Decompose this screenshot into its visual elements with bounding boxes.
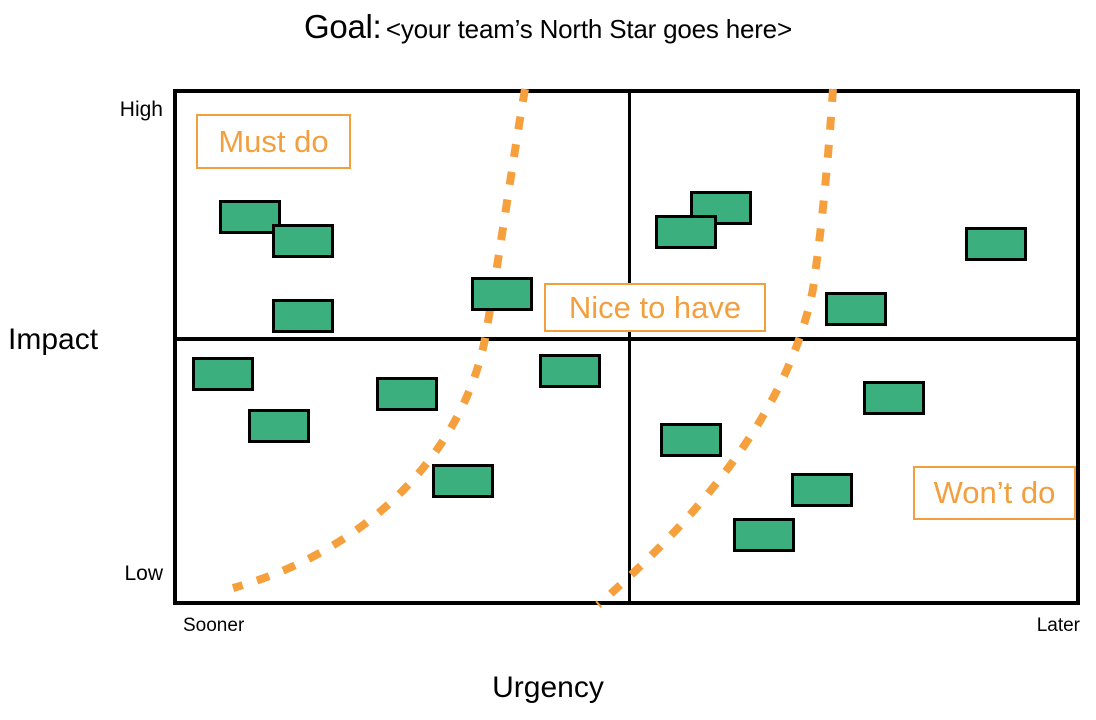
y-axis-tick-high: High <box>119 98 163 121</box>
quadrant-divider-horizontal <box>173 337 1080 341</box>
backlog-item[interactable] <box>248 409 310 443</box>
backlog-item[interactable] <box>655 215 717 249</box>
goal-placeholder-text: <your team’s North Star goes here> <box>385 14 792 44</box>
backlog-item[interactable] <box>376 377 438 411</box>
quadrant-divider-vertical <box>628 89 631 605</box>
y-axis-tick-low: Low <box>124 562 163 585</box>
backlog-item[interactable] <box>825 292 887 326</box>
quadrant-label-must-do[interactable]: Must do <box>196 114 351 169</box>
backlog-item[interactable] <box>660 423 722 457</box>
backlog-item[interactable] <box>471 277 533 311</box>
backlog-item[interactable] <box>733 518 795 552</box>
quadrant-label-wont-do[interactable]: Won’t do <box>913 466 1076 520</box>
backlog-item[interactable] <box>791 473 853 507</box>
page-title: Goal: <your team’s North Star goes here> <box>0 8 1096 46</box>
backlog-item[interactable] <box>863 381 925 415</box>
plot-border-right <box>1076 89 1080 605</box>
plot-border-left <box>173 89 177 605</box>
wont-do-boundary-curve <box>595 88 837 609</box>
backlog-item[interactable] <box>539 354 601 388</box>
backlog-item[interactable] <box>272 224 334 258</box>
prioritization-matrix: Must do Nice to have Won’t do <box>173 88 1080 609</box>
goal-label: Goal: <box>304 8 382 45</box>
backlog-item[interactable] <box>965 227 1027 261</box>
quadrant-label-nice-to-have[interactable]: Nice to have <box>544 283 766 332</box>
plot-border-top <box>173 89 1080 93</box>
x-axis-tick-sooner: Sooner <box>183 615 245 636</box>
y-axis-title: Impact <box>8 323 99 356</box>
x-axis-title: Urgency <box>492 671 604 704</box>
backlog-item[interactable] <box>272 299 334 333</box>
plot-border-bottom <box>173 601 1080 605</box>
backlog-item[interactable] <box>432 464 494 498</box>
x-axis-tick-later: Later <box>1036 615 1080 636</box>
backlog-item[interactable] <box>192 357 254 391</box>
